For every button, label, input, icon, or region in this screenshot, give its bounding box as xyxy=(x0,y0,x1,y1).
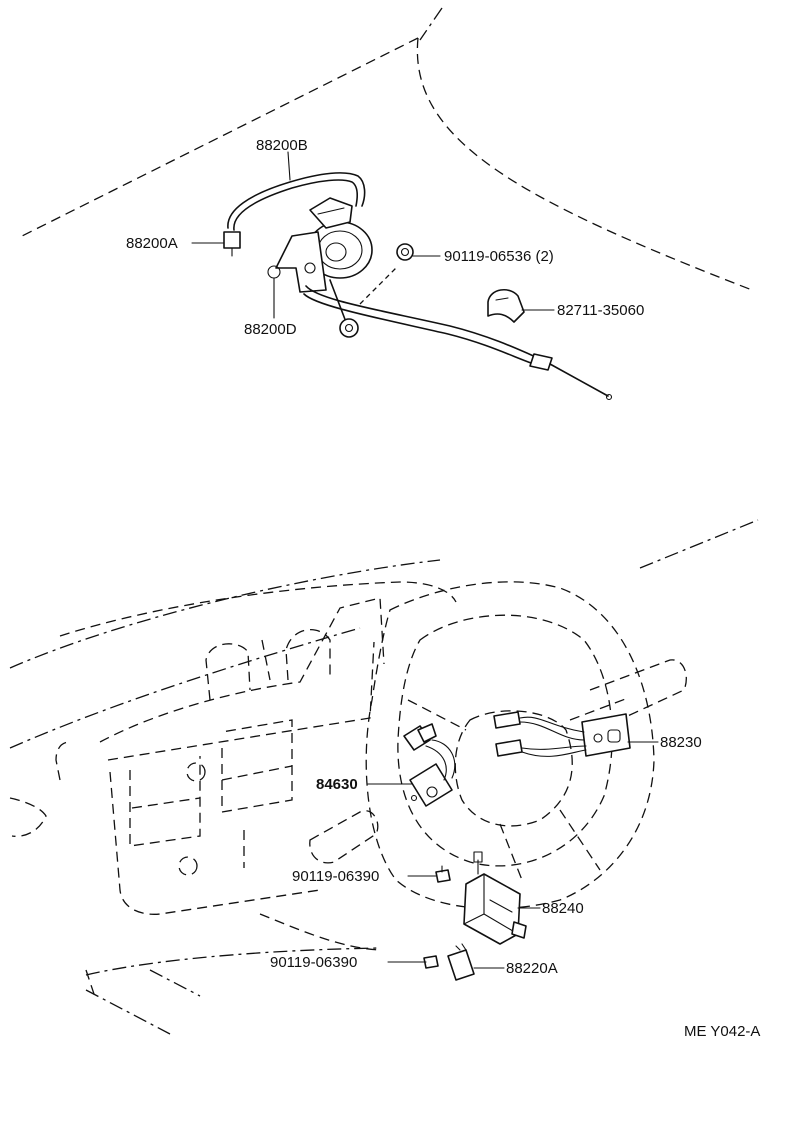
bolt-90119-06390-b[interactable] xyxy=(419,955,439,969)
clamp-82711-35060[interactable] xyxy=(487,289,525,323)
label-90119-06390-a: 90119-06390 xyxy=(292,868,379,885)
label-88200D: 88200D xyxy=(244,321,297,338)
engine-bay-outline xyxy=(17,7,753,291)
label-90119-06390-b: 90119-06390 xyxy=(270,954,357,971)
label-90119-06536: 90119-06536 (2) xyxy=(444,248,554,265)
combination-switch-84630[interactable] xyxy=(403,723,456,807)
cruise-actuator[interactable] xyxy=(223,172,613,401)
bolt-90119-06390-a[interactable] xyxy=(435,865,451,883)
lower-leaders xyxy=(367,741,659,969)
cruise-computer-88240[interactable] xyxy=(463,851,527,945)
steering-wheel xyxy=(309,581,687,910)
diagram-ref-code: ME Y042-A xyxy=(684,1023,760,1040)
label-84630: 84630 xyxy=(316,776,358,793)
label-88200B: 88200B xyxy=(256,137,308,154)
grommet-90119-06536[interactable] xyxy=(396,243,414,261)
dashboard-outline xyxy=(9,519,759,1035)
label-88220A: 88220A xyxy=(506,960,558,977)
label-88230: 88230 xyxy=(660,734,702,751)
upper-leaders xyxy=(191,151,555,319)
label-82711-35060: 82711-35060 xyxy=(557,302,644,319)
relay-88220A[interactable] xyxy=(447,943,475,981)
label-88240: 88240 xyxy=(542,900,584,917)
cruise-switch-88230[interactable] xyxy=(493,711,631,757)
label-88200A: 88200A xyxy=(126,235,178,252)
